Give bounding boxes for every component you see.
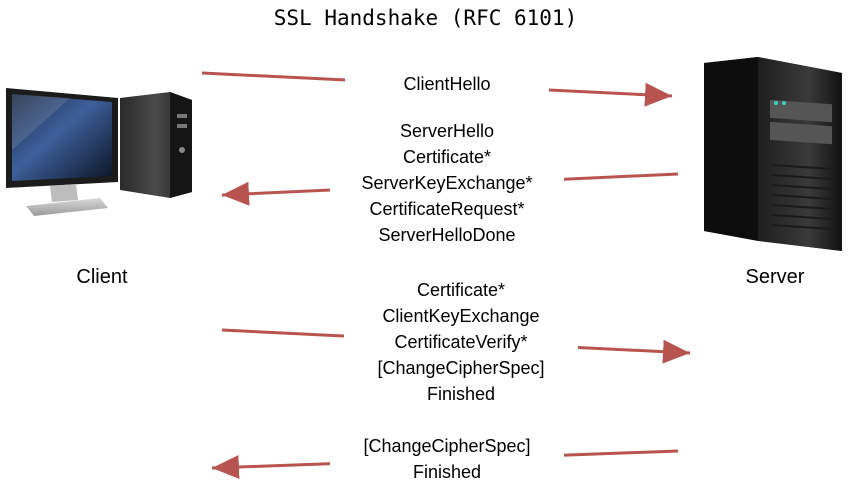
message-line: [ChangeCipherSpec] [363,436,531,456]
message-server-hello: ServerHello Certificate* ServerKeyExchan… [330,118,564,248]
message-client-hello: ClientHello [345,71,549,97]
message-client-finished: Certificate* ClientKeyExchange Certifica… [344,277,578,407]
message-server-finished: [ChangeCipherSpec] Finished [330,433,564,485]
diagram-title: SSL Handshake (RFC 6101) [273,6,578,30]
client-label: Client [76,266,128,288]
message-line: CertificateVerify* [394,332,528,352]
message-line: ClientKeyExchange [382,306,540,326]
message-line: CertificateRequest* [369,199,525,219]
message-line: Finished [412,462,482,482]
desktop-computer-icon [6,88,192,216]
server-tower-icon [704,57,842,251]
message-line: Finished [426,384,496,404]
message-line: Certificate* [402,147,492,167]
message-line: Certificate* [416,280,506,300]
message-line: [ChangeCipherSpec] [377,358,545,378]
server-label: Server [745,266,805,288]
message-line: ServerHello [399,121,495,141]
message-line: ServerHelloDone [378,225,516,245]
message-line: ServerKeyExchange* [361,173,533,193]
message-line: ClientHello [403,74,491,94]
